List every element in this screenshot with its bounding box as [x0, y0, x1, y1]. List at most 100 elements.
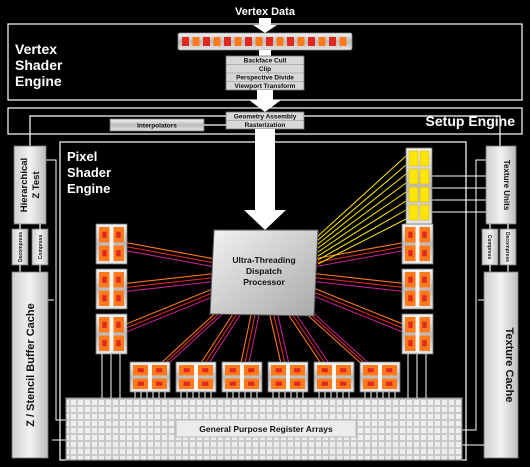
quad-alu-core — [275, 381, 282, 386]
vertex-processor-cell — [255, 37, 263, 46]
texture-units-block: Texture Units — [485, 145, 517, 225]
vertex-processor-cell — [234, 37, 242, 46]
quad-alu-core — [408, 295, 413, 302]
quad-alu-core — [408, 231, 413, 238]
vertex-processor-cell — [287, 37, 294, 46]
setup-to-dispatch-arrow — [244, 129, 286, 230]
quad-alu-core — [340, 368, 347, 373]
texture-fetch-line — [317, 218, 407, 265]
z-compress-block: Compress — [31, 228, 49, 266]
texture-cache-block: Texture Cache — [483, 271, 519, 459]
vertex-processor-cell — [339, 37, 347, 46]
z-decompress-block: Decompress — [11, 228, 29, 266]
z-stencil-cache-label: Z / Stencil Buffer Cache — [25, 303, 37, 426]
quad-alu-core — [102, 295, 107, 302]
pixel-shader-quad — [401, 223, 434, 265]
vertex-shader-label-3: Engine — [15, 73, 62, 89]
gpr-arrays: General Purpose Register Arrays — [65, 397, 463, 461]
quad-divider — [415, 271, 420, 307]
pixel-shader-quad — [313, 361, 355, 393]
pixel-shader-quad — [401, 268, 434, 310]
quad-alu-core — [408, 321, 413, 328]
quad-alu-core — [367, 368, 374, 373]
texture-compress-label: Compress — [486, 235, 492, 260]
quad-alu-core — [156, 381, 163, 386]
quad-alu-core — [367, 381, 374, 386]
quad-alu-core — [183, 381, 190, 386]
quad-divider — [194, 364, 198, 390]
texture-address-units — [405, 147, 433, 225]
quad-divider — [109, 271, 114, 307]
pixel-shader-quad — [95, 223, 128, 265]
quad-divider — [286, 364, 290, 390]
quad-alu-core — [183, 368, 190, 373]
vertex-data-title: Vertex Data — [235, 6, 296, 18]
pixel-shader-label-1: Pixel — [67, 149, 97, 164]
quad-divider — [240, 364, 244, 390]
pixel-shader-quad — [267, 361, 309, 393]
quad-alu-core — [422, 340, 427, 347]
texture-fetch-line — [317, 200, 407, 257]
gpr-connectors — [101, 354, 427, 398]
vertex-processor-cell — [266, 37, 273, 46]
stage-rasterization: Rasterization — [245, 122, 286, 129]
quad-alu-core — [202, 381, 209, 386]
quad-divider — [109, 226, 114, 262]
vertex-processor-cell — [182, 37, 189, 46]
stage-perspective-divide: Perspective Divide — [236, 75, 294, 82]
quad-alu-core — [102, 231, 107, 238]
quad-alu-core — [422, 321, 427, 328]
texture-address-unit — [408, 186, 419, 203]
vertex-processor-cell — [329, 37, 336, 46]
quad-alu-core — [321, 368, 328, 373]
dispatch-label-2: Dispatch — [246, 266, 282, 276]
quad-alu-core — [137, 368, 144, 373]
texture-units-label: Texture Units — [502, 160, 511, 211]
wire-bundle — [46, 159, 486, 446]
quad-alu-core — [408, 276, 413, 283]
quad-alu-core — [294, 381, 301, 386]
pixel-shader-quads — [95, 223, 434, 393]
quad-alu-core — [422, 295, 427, 302]
vertex-processor-cell — [192, 37, 200, 46]
pixel-shader-quad — [175, 361, 217, 393]
dispatch-label-3: Processor — [243, 277, 285, 287]
stage-geometry-assembly: Geometry Assembly — [234, 114, 297, 121]
pixel-shader-quad — [359, 361, 401, 393]
interpolators-label: Interpolators — [137, 123, 177, 130]
quad-divider — [148, 364, 152, 390]
quad-divider — [332, 364, 336, 390]
vertex-processor-cell — [318, 37, 326, 46]
hz-test-label-1: Hierarchical — [19, 158, 30, 212]
quad-alu-core — [248, 381, 255, 386]
quad-alu-core — [137, 381, 144, 386]
quad-divider — [109, 316, 114, 352]
pixel-shader-quad — [401, 313, 434, 355]
vertex-processor-cell — [224, 37, 231, 46]
interpolator-to-hz-line — [29, 115, 226, 146]
quad-divider — [415, 226, 420, 262]
quad-alu-core — [340, 381, 347, 386]
quad-alu-core — [116, 295, 121, 302]
interpolators-box: Interpolators — [109, 118, 205, 132]
texture-address-unit — [419, 186, 430, 203]
vertex-processor-cell — [203, 37, 210, 46]
quad-alu-core — [386, 368, 393, 373]
strip-to-stages-connector — [259, 50, 271, 56]
quad-alu-core — [116, 321, 121, 328]
texture-address-unit — [419, 204, 430, 221]
vertex-processor-cell — [308, 37, 315, 46]
texture-address-unit — [408, 150, 419, 167]
quad-alu-core — [408, 250, 413, 257]
quad-alu-core — [408, 340, 413, 347]
quad-alu-core — [422, 231, 427, 238]
stages-to-setup-arrow — [249, 90, 281, 112]
quad-alu-core — [248, 368, 255, 373]
texture-fetch-line — [317, 182, 407, 249]
quad-alu-core — [229, 381, 236, 386]
pixel-shader-quad — [95, 268, 128, 310]
dispatch-label-1: Ultra-Threading — [232, 255, 295, 265]
texture-address-unit — [408, 168, 419, 185]
quad-alu-core — [102, 250, 107, 257]
